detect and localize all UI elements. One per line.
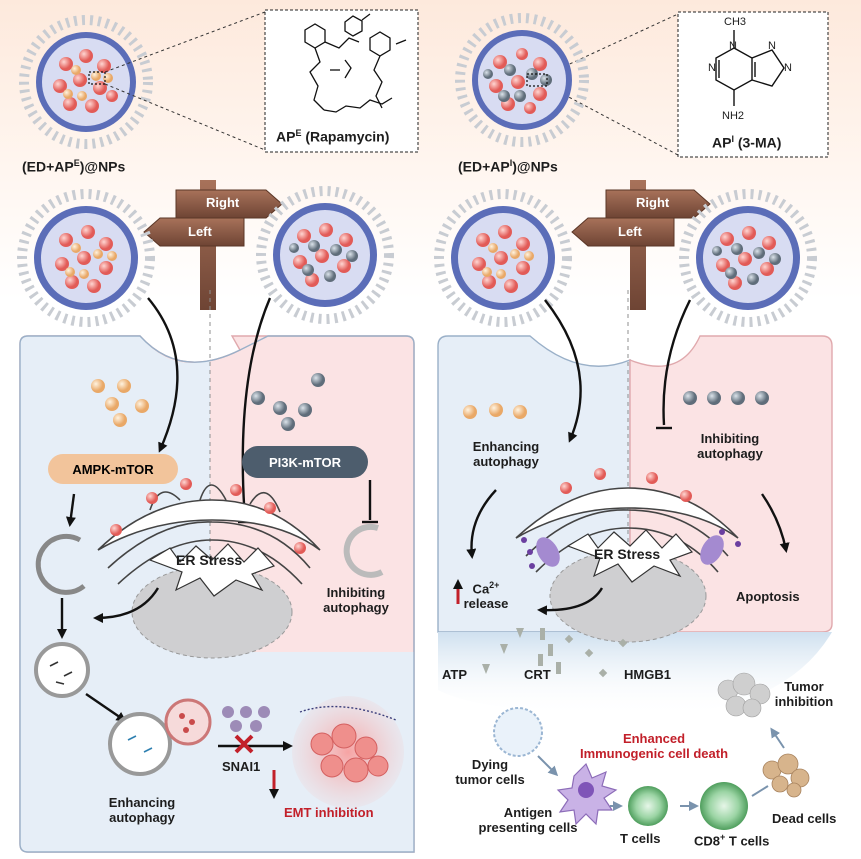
- np-top-right: [455, 13, 589, 147]
- hmgb1-label: HMGB1: [624, 667, 671, 682]
- ch3-label: CH3: [724, 16, 747, 28]
- t-cell: [628, 786, 668, 826]
- signpost-left-label-right: Left: [618, 224, 642, 239]
- autophagosome: [34, 642, 90, 698]
- ma-label: API (3-MA): [712, 134, 782, 151]
- snai1-label: SNAI1: [222, 759, 261, 774]
- np-mid-4: [679, 189, 817, 327]
- atp-label: ATP: [442, 667, 468, 682]
- er-organelle-right: [515, 468, 741, 643]
- left-flow-arrows: [57, 493, 293, 751]
- atom-n-2: N: [708, 62, 716, 74]
- dead-cells: [762, 753, 810, 798]
- rapamycin-label: APE (Rapamycin): [276, 128, 390, 145]
- np-mid-2: [256, 186, 394, 324]
- left-grey-balls: [251, 373, 325, 431]
- ma-structure: [715, 30, 785, 106]
- left-orange-balls: [91, 379, 149, 427]
- right-cell-panel: [437, 290, 833, 717]
- er-organelle-left: [97, 478, 321, 659]
- signpost-left: [143, 180, 283, 310]
- cd8-label: CD8+ T cells: [694, 832, 770, 849]
- purple-balls: [222, 706, 270, 732]
- ma-zoom-box: [677, 11, 829, 158]
- dying-tumor-cell: [493, 707, 543, 757]
- rapamycin-structure: [304, 13, 407, 113]
- np-top-left: [19, 15, 153, 149]
- ma-zoom-lines: [547, 13, 679, 156]
- snai1-mark: [234, 734, 279, 799]
- apoptosis-label: Apoptosis: [736, 589, 800, 604]
- right-grey-balls: [683, 391, 769, 405]
- np-right-label: (ED+API)@NPs: [458, 158, 558, 175]
- atom-n-1: N: [729, 40, 737, 52]
- rapamycin-zoom-box: [264, 9, 419, 153]
- inhibited-phagophore: [343, 523, 384, 578]
- dams-release: [482, 628, 628, 678]
- right-orange-balls: [463, 403, 527, 419]
- np-mid-3: [434, 189, 572, 327]
- signpost-left-label-left: Left: [188, 224, 212, 239]
- crt-label: CRT: [524, 667, 551, 682]
- cd8-t-cell: [700, 782, 748, 830]
- atom-n-3: N: [768, 40, 776, 52]
- atom-n-4: N: [784, 62, 792, 74]
- emt-tumor-cells: [292, 696, 404, 808]
- nh2-label: NH2: [722, 110, 745, 122]
- signpost-right-label-left: Right: [206, 195, 240, 210]
- right-flow-arrows: [453, 489, 790, 616]
- signpost-right: [571, 180, 711, 310]
- tumor-inhibition-cluster: [717, 672, 771, 718]
- er-stress-right: ER Stress: [594, 546, 661, 562]
- phagophore-left: [35, 533, 86, 595]
- autolysosome: [108, 698, 212, 776]
- dead-cells-label: Dead cells: [772, 811, 837, 826]
- ampk-mtor-pill: AMPK-mTOR: [48, 454, 178, 484]
- signpost-right-label-right: Right: [636, 195, 670, 210]
- np-left-label: (ED+APE)@NPs: [22, 158, 126, 175]
- t-cells-label: T cells: [620, 831, 661, 846]
- pi3k-mtor-pill: PI3K-mTOR: [242, 446, 368, 478]
- np-mid-1: [17, 189, 155, 327]
- ca-release-label: Ca2+ release: [463, 580, 509, 612]
- er-stress-left: ER Stress: [176, 552, 243, 568]
- emt-inhibition-label: EMT inhibition: [284, 805, 374, 820]
- apc-cell: [556, 762, 618, 826]
